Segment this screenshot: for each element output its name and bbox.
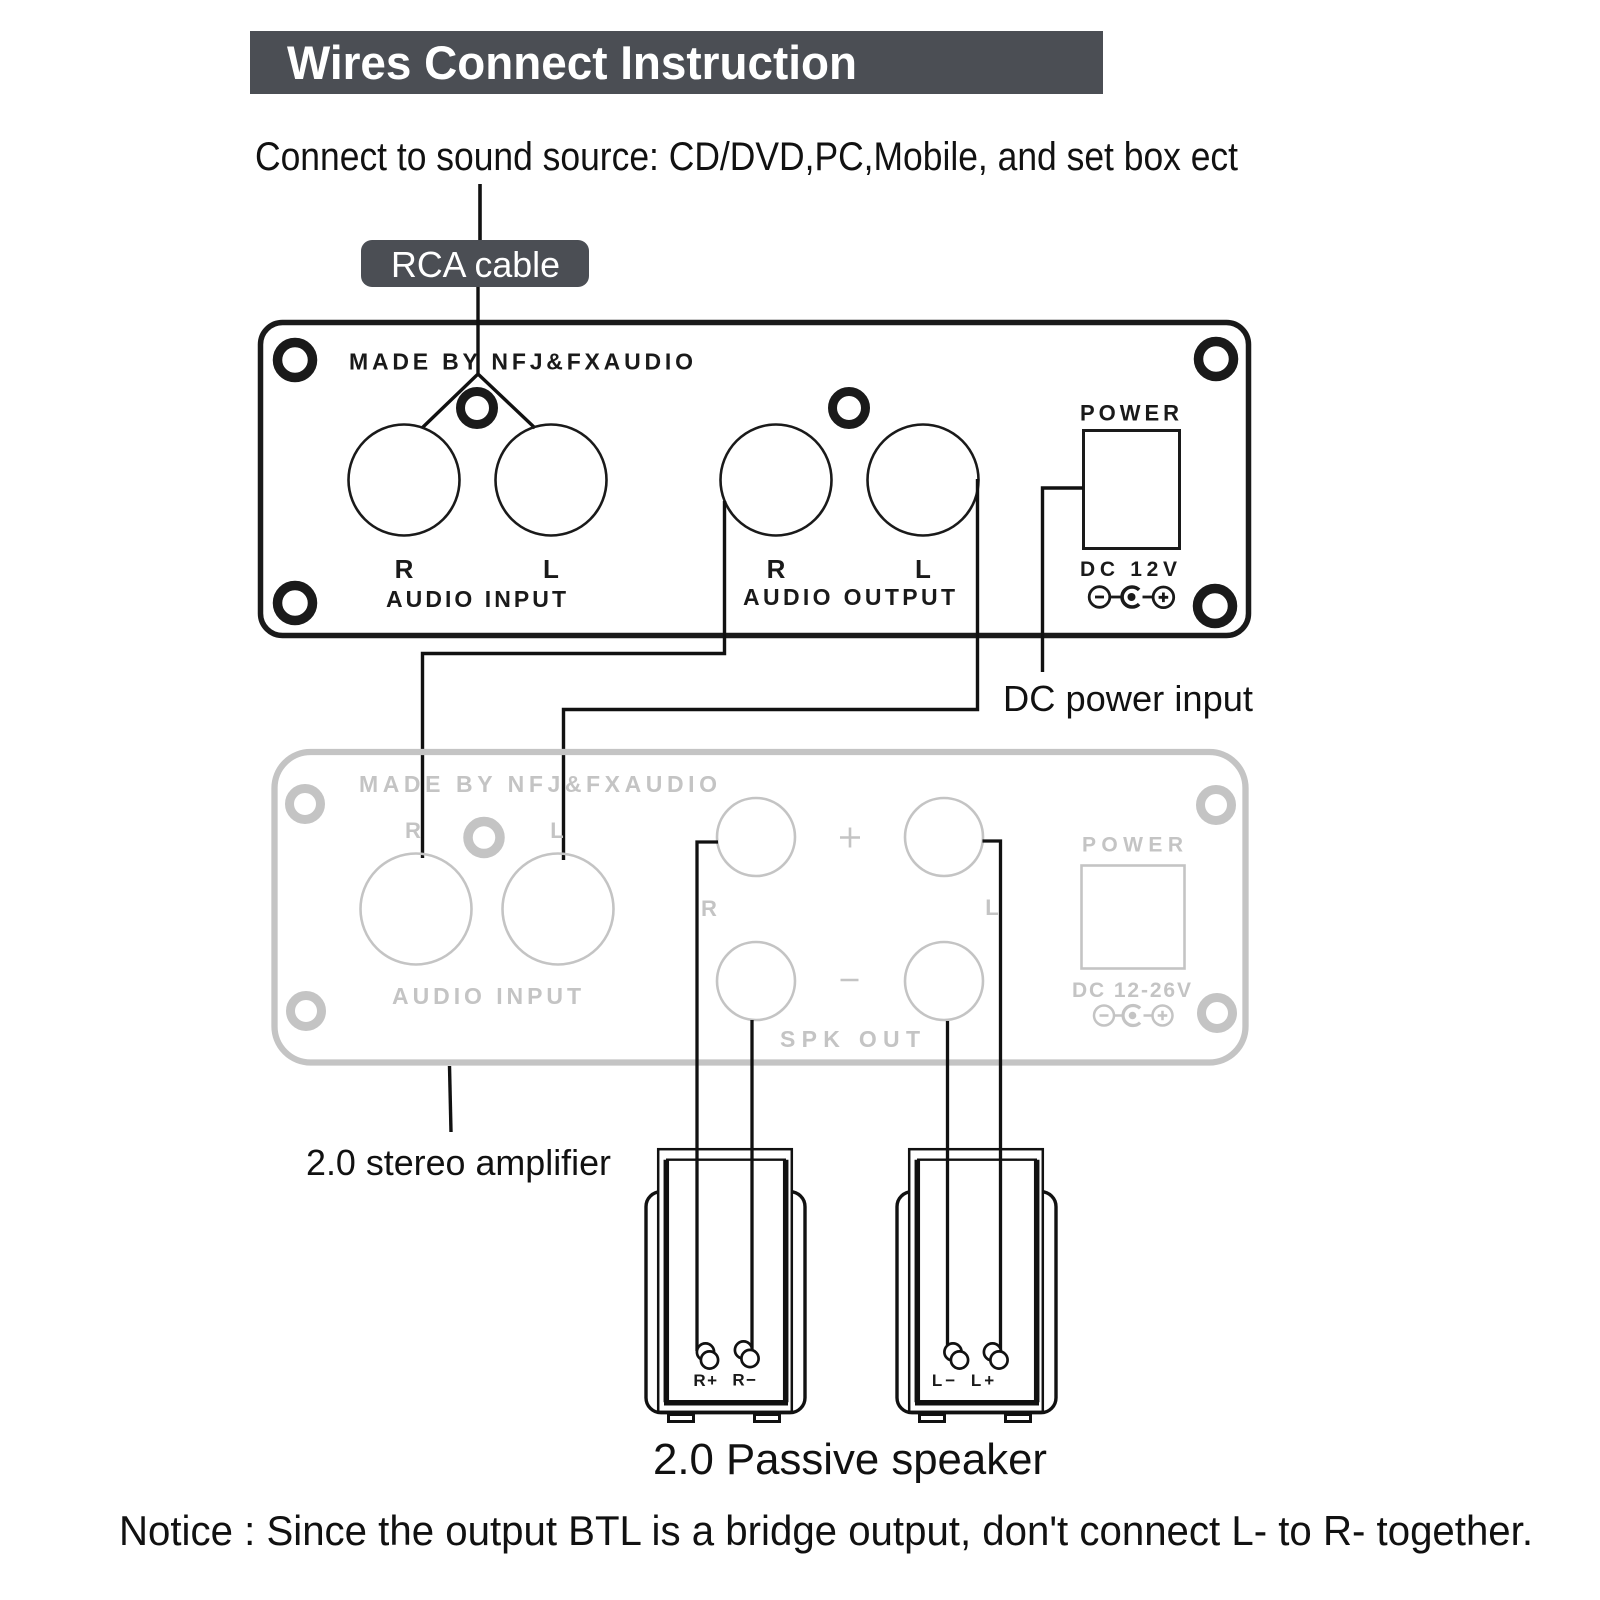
svg-text:Notice : Since the output BTL: Notice : Since the output BTL is a bridg… [119, 1507, 1533, 1554]
svg-text:DC power input: DC power input [1003, 678, 1253, 719]
svg-text:R: R [405, 818, 421, 843]
svg-text:L: L [985, 895, 998, 920]
svg-text:DC 12-26V: DC 12-26V [1072, 979, 1191, 1002]
svg-text:POWER: POWER [1082, 834, 1183, 857]
svg-text:2.0 Passive speaker: 2.0 Passive speaker [653, 1435, 1047, 1484]
svg-text:AUDIO INPUT: AUDIO INPUT [386, 586, 566, 612]
svg-text:R−: R− [732, 1371, 757, 1390]
svg-text:Wires Connect Instruction: Wires Connect Instruction [287, 36, 857, 89]
svg-text:2.0 stereo amplifier: 2.0 stereo amplifier [306, 1142, 611, 1183]
svg-text:R: R [767, 554, 786, 584]
svg-text:R: R [395, 554, 414, 584]
svg-text:R+: R+ [693, 1371, 718, 1390]
svg-text:SPK OUT: SPK OUT [780, 1026, 920, 1052]
svg-text:AUDIO INPUT: AUDIO INPUT [392, 983, 581, 1009]
svg-text:AUDIO OUTPUT: AUDIO OUTPUT [743, 584, 955, 610]
svg-text:MADE BY NFJ&FXAUDIO: MADE BY NFJ&FXAUDIO [359, 771, 717, 797]
svg-text:L: L [915, 554, 931, 584]
svg-text:L−: L− [932, 1371, 958, 1390]
svg-text:L: L [550, 818, 563, 843]
svg-text:R: R [701, 896, 717, 921]
svg-text:L: L [543, 554, 559, 584]
svg-text:RCA cable: RCA cable [391, 244, 560, 285]
svg-text:Connect to sound source: CD/DV: Connect to sound source: CD/DVD,PC,Mobil… [255, 135, 1238, 179]
svg-text:L+: L+ [971, 1371, 997, 1390]
svg-text:MADE BY NFJ&FXAUDIO: MADE BY NFJ&FXAUDIO [349, 349, 693, 375]
